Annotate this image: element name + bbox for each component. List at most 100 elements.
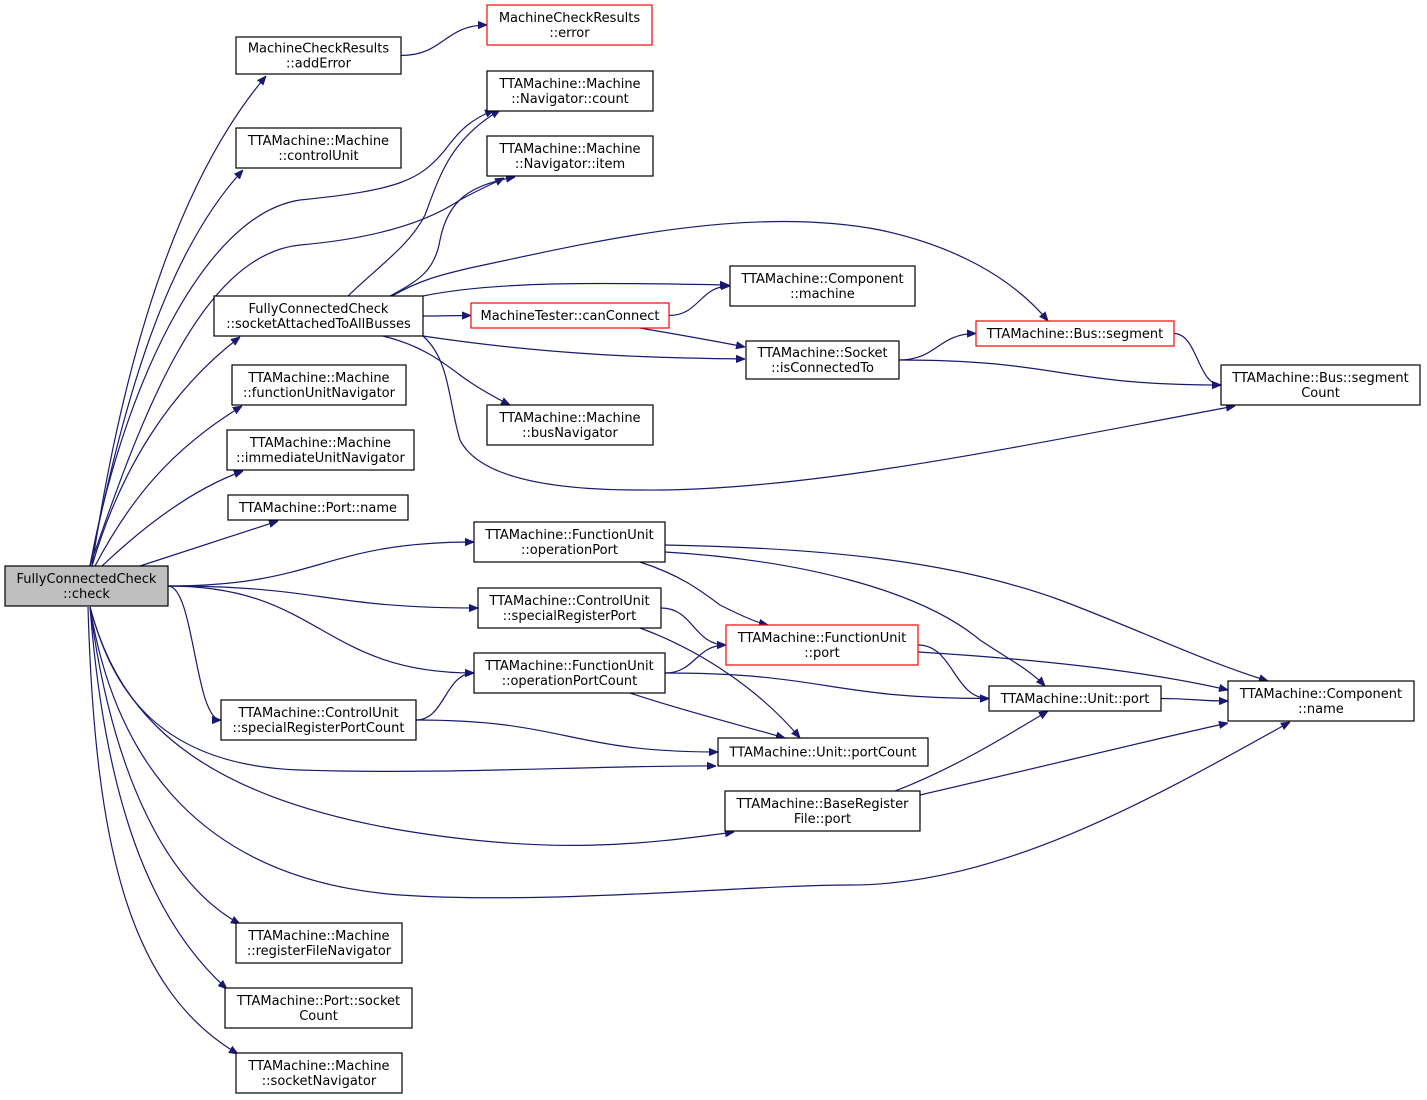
edge-opPortCount-to-fuPort (664, 645, 726, 674)
node-label: ::socketAttachedToAllBusses (226, 317, 411, 332)
edge-check-to-specRegPortCount (167, 585, 222, 720)
node-label: FullyConnectedCheck (17, 572, 157, 587)
node-portName[interactable]: TTAMachine::Port::name (227, 494, 409, 521)
node-specRegPortCount[interactable]: TTAMachine::ControlUnit::specialRegister… (220, 699, 417, 741)
edge-check-to-socketCount (89, 606, 227, 989)
node-box (725, 624, 919, 666)
node-label: ::Navigator::count (511, 92, 629, 107)
edge-operationPort-to-fuPort (639, 561, 768, 625)
node-isConnectedTo[interactable]: TTAMachine::Socket::isConnectedTo (745, 340, 900, 380)
edge-socketAttached-to-segmentCount (422, 335, 1235, 491)
node-box (235, 127, 402, 169)
node-label: ::socketNavigator (262, 1074, 377, 1089)
node-box (231, 364, 407, 406)
node-box (1220, 364, 1421, 406)
node-label: TTAMachine::Component (740, 272, 903, 287)
node-label: TTAMachine::Machine (498, 77, 640, 92)
edge-check-to-specialRegPort (167, 585, 478, 608)
edge-brfPort-to-compName (919, 723, 1228, 796)
node-box (227, 494, 409, 521)
node-addError[interactable]: MachineCheckResults::addError (235, 36, 402, 75)
edge-busSegment-to-segmentCount (1173, 332, 1222, 386)
node-check[interactable]: FullyConnectedCheck::check (4, 565, 169, 607)
node-unitPortCount[interactable]: TTAMachine::Unit::portCount (717, 737, 929, 767)
node-box (224, 987, 413, 1029)
node-label: TTAMachine::FunctionUnit (737, 631, 906, 646)
node-label: TTAMachine::Machine (498, 142, 640, 157)
node-socketAttached[interactable]: FullyConnectedCheck::socketAttachedToAll… (213, 295, 424, 337)
node-box (235, 1052, 403, 1094)
node-compMachine[interactable]: TTAMachine::Component::machine (729, 265, 916, 307)
node-box (235, 36, 402, 75)
node-box (473, 521, 666, 563)
node-box (4, 565, 169, 607)
node-navItem[interactable]: TTAMachine::Machine::Navigator::item (486, 135, 654, 177)
edges-layer (87, 25, 1290, 1054)
edge-opPortCount-to-unitPort (664, 672, 989, 699)
node-label: ::operationPortCount (502, 674, 638, 689)
node-operationPort[interactable]: TTAMachine::FunctionUnit::operationPort (473, 521, 666, 563)
edge-check-to-portName (139, 521, 278, 567)
edge-check-to-fuNavigator (94, 406, 242, 567)
node-label: TTAMachine::Unit::portCount (728, 746, 916, 761)
node-label: TTAMachine::Unit::port (1000, 692, 1150, 707)
node-fuNavigator[interactable]: TTAMachine::Machine::functionUnitNavigat… (231, 364, 407, 406)
node-rfNavigator[interactable]: TTAMachine::Machine::registerFileNavigat… (235, 922, 403, 964)
node-compName[interactable]: TTAMachine::Component::name (1227, 680, 1415, 722)
node-label: TTAMachine::Port::name (238, 501, 397, 516)
node-canConnect[interactable]: MachineTester::canConnect (470, 302, 670, 329)
node-box (470, 302, 670, 329)
edge-canConnect-to-compMachine (668, 286, 730, 317)
node-fuPort[interactable]: TTAMachine::FunctionUnit::port (725, 624, 919, 666)
edge-socketAttached-to-isConnectedTo (422, 335, 745, 359)
node-busNavigator[interactable]: TTAMachine::Machine::busNavigator (486, 404, 654, 446)
node-unitPort[interactable]: TTAMachine::Unit::port (988, 685, 1162, 712)
edge-unitPort-to-compName (1160, 699, 1228, 702)
node-box (724, 790, 921, 832)
edge-specialRegPort-to-fuPort (660, 607, 726, 645)
node-box (226, 429, 415, 471)
node-box (988, 685, 1162, 712)
node-label: MachineTester::canConnect (481, 309, 660, 324)
edge-socketAttached-to-navCount (347, 110, 500, 297)
node-specialRegPort[interactable]: TTAMachine::ControlUnit::specialRegister… (477, 587, 662, 629)
node-label: TTAMachine::Socket (756, 346, 887, 361)
node-error[interactable]: MachineCheckResults::error (486, 4, 653, 46)
edge-socketAttached-to-busNavigator (382, 335, 510, 405)
node-label: TTAMachine::FunctionUnit (484, 528, 653, 543)
node-opPortCount[interactable]: TTAMachine::FunctionUnit::operationPortC… (473, 652, 666, 694)
node-label: TTAMachine::Port::socket (236, 994, 400, 1009)
node-label: TTAMachine::Machine (498, 411, 640, 426)
node-navCount[interactable]: TTAMachine::Machine::Navigator::count (486, 70, 654, 112)
node-box (477, 587, 662, 629)
edge-check-to-addError (91, 76, 266, 567)
node-controlUnit[interactable]: TTAMachine::Machine::controlUnit (235, 127, 402, 169)
node-label: TTAMachine::ControlUnit (488, 594, 649, 609)
edge-specRegPortCount-to-unitPortCount (415, 719, 718, 752)
edge-check-to-rfNavigator (89, 606, 240, 924)
edge-fuPort-to-compName (917, 651, 1228, 690)
edge-check-to-navCount (89, 109, 494, 567)
node-label: ::functionUnitNavigator (243, 386, 396, 401)
node-box (235, 922, 403, 964)
node-busSegment[interactable]: TTAMachine::Bus::segment (975, 320, 1175, 347)
node-iuNavigator[interactable]: TTAMachine::Machine::immediateUnitNaviga… (226, 429, 415, 471)
node-label: ::operationPort (521, 543, 618, 558)
edge-socketAttached-to-compMachine (422, 283, 729, 297)
node-label: MachineCheckResults (248, 42, 390, 57)
node-box (486, 404, 654, 446)
node-label: TTAMachine::BaseRegister (736, 797, 910, 812)
edge-opPortCount-to-unitPortCount (629, 692, 785, 738)
node-label: TTAMachine::Machine (247, 134, 389, 149)
node-label: ::addError (286, 57, 352, 72)
edge-check-to-opPortCount (167, 585, 474, 673)
node-box (473, 652, 666, 694)
node-socketNavigator[interactable]: TTAMachine::Machine::socketNavigator (235, 1052, 403, 1094)
node-box (213, 295, 424, 337)
edge-check-to-brfPort (89, 606, 734, 846)
edge-isConnectedTo-to-busSegment (898, 334, 976, 361)
